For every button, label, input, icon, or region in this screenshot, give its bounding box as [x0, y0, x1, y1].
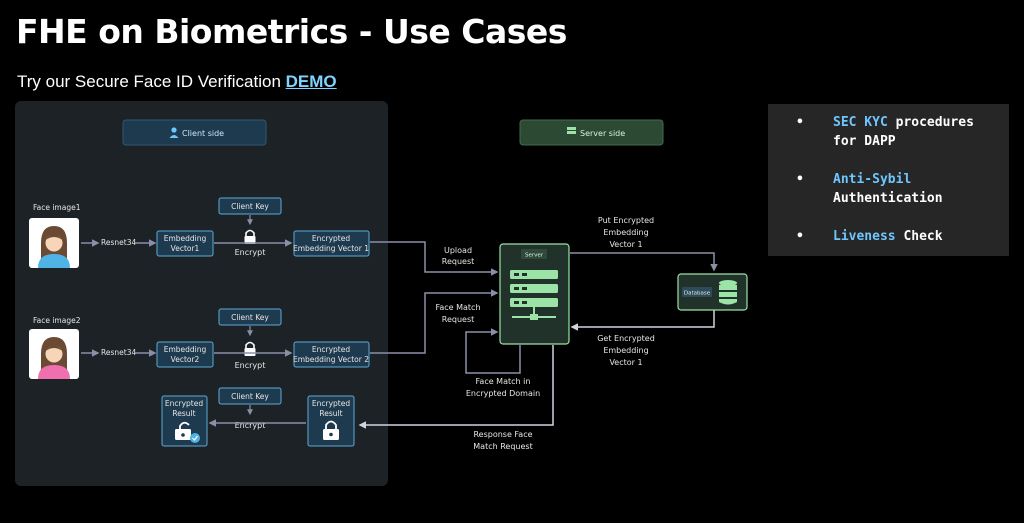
- server-mini-icon: [567, 127, 576, 134]
- bullet-dot: •: [796, 229, 804, 244]
- server-icon: [510, 270, 558, 320]
- face-match-request-line2: Request: [442, 315, 475, 324]
- use-case-text: Check: [895, 229, 943, 244]
- encrypt-label-3: Encrypt: [235, 421, 266, 430]
- database-icon: [719, 280, 737, 305]
- upload-request-line1: Upload: [444, 246, 472, 255]
- subtitle-text: Try our Secure Face ID Verification: [17, 72, 286, 91]
- use-case-text-line2: for DAPP: [833, 134, 896, 149]
- use-case-highlight: SEC KYC: [833, 115, 888, 130]
- encrypted-embedding2-line2: Embedding Vector 2: [293, 355, 369, 364]
- embedding-vector2-line2: Vector2: [171, 355, 200, 364]
- face-image2-label: Face image2: [33, 316, 81, 325]
- encrypted-embedding1-box: [293, 230, 370, 257]
- embedding-vector1-line1: Embedding: [164, 234, 207, 243]
- upload-request-line2: Request: [442, 257, 475, 266]
- resnet-label-2: Resnet34: [101, 348, 136, 357]
- use-case-item: • SEC KYC procedures for DAPP: [768, 113, 1009, 151]
- client-key-box-3: [218, 387, 282, 405]
- embedding-vector2-box: [156, 341, 214, 368]
- client-key-label-3: Client Key: [231, 392, 269, 401]
- client-key-label-2: Client Key: [231, 313, 269, 322]
- database-node: Database: [677, 273, 748, 311]
- use-case-item: • Anti-Sybil Authentication: [768, 170, 1009, 208]
- client-key-label-1: Client Key: [231, 202, 269, 211]
- embedding-vector1-line2: Vector1: [171, 244, 200, 253]
- use-case-highlight: Liveness: [833, 229, 896, 244]
- subtitle: Try our Secure Face ID Verification DEMO: [17, 72, 337, 92]
- demo-link[interactable]: DEMO: [285, 72, 337, 91]
- bullet-dot: •: [796, 172, 804, 187]
- face-avatar-1: [29, 218, 79, 268]
- lock-icon: [323, 420, 339, 440]
- server-label: Server: [525, 253, 544, 259]
- encrypted-result-left-line2: Result: [172, 409, 195, 418]
- encrypted-embedding1-line2: Embedding Vector 1: [293, 244, 369, 253]
- encrypted-result-right-line2: Result: [319, 409, 342, 418]
- use-case-text-line2: Authentication: [833, 191, 943, 206]
- database-label: Database: [684, 291, 711, 297]
- server-side-label: Server side: [580, 129, 625, 138]
- client-key-box-1: [218, 197, 282, 215]
- response-line2: Match Request: [473, 442, 532, 451]
- response-line1: Response Face: [473, 430, 532, 439]
- face-avatar-2: [29, 329, 79, 379]
- encrypt-label-2: Encrypt: [235, 361, 266, 370]
- face-match-domain-line1: Face Match in: [476, 377, 531, 386]
- encrypted-embedding2-box: [293, 341, 370, 368]
- client-key-box-2: [218, 308, 282, 326]
- slide-title: FHE on Biometrics - Use Cases: [16, 12, 567, 51]
- put-encrypted-line3: Vector 1: [609, 240, 642, 249]
- put-encrypted-line1: Put Encrypted: [598, 216, 654, 225]
- encrypted-embedding1-line1: Encrypted: [312, 234, 350, 243]
- face-match-domain-line2: Encrypted Domain: [466, 389, 540, 398]
- embedding-vector1-box: [156, 230, 214, 257]
- bullet-dot: •: [796, 115, 804, 130]
- use-case-text: procedures: [887, 115, 974, 130]
- server-node: Server: [499, 243, 570, 345]
- encrypted-result-right-line1: Encrypted: [312, 399, 350, 408]
- lock-icon: [244, 229, 256, 244]
- server-side-header: Server side: [519, 119, 664, 146]
- resnet-label-1: Resnet34: [101, 238, 136, 247]
- encrypt-label-1: Encrypt: [235, 248, 266, 257]
- get-encrypted-line2: Embedding: [603, 346, 648, 355]
- use-case-list: • SEC KYC procedures for DAPP • Anti-Syb…: [768, 104, 1009, 256]
- client-side-label: Client side: [182, 129, 224, 138]
- encrypted-embedding2-line1: Encrypted: [312, 345, 350, 354]
- embedding-vector2-line1: Embedding: [164, 345, 207, 354]
- unlocked-check-icon: [175, 421, 200, 443]
- use-case-item: • Liveness Check: [768, 227, 1009, 246]
- get-encrypted-line3: Vector 1: [609, 358, 642, 367]
- lock-icon: [244, 341, 256, 356]
- put-encrypted-line2: Embedding: [603, 228, 648, 237]
- client-side-header: Client side: [122, 119, 267, 146]
- encrypted-result-left-line1: Encrypted: [165, 399, 203, 408]
- get-encrypted-line1: Get Encrypted: [597, 334, 655, 343]
- user-icon: [169, 127, 179, 138]
- face-image1-label: Face image1: [33, 203, 81, 212]
- face-match-request-line1: Face Match: [435, 303, 480, 312]
- use-case-highlight: Anti-Sybil: [833, 172, 912, 187]
